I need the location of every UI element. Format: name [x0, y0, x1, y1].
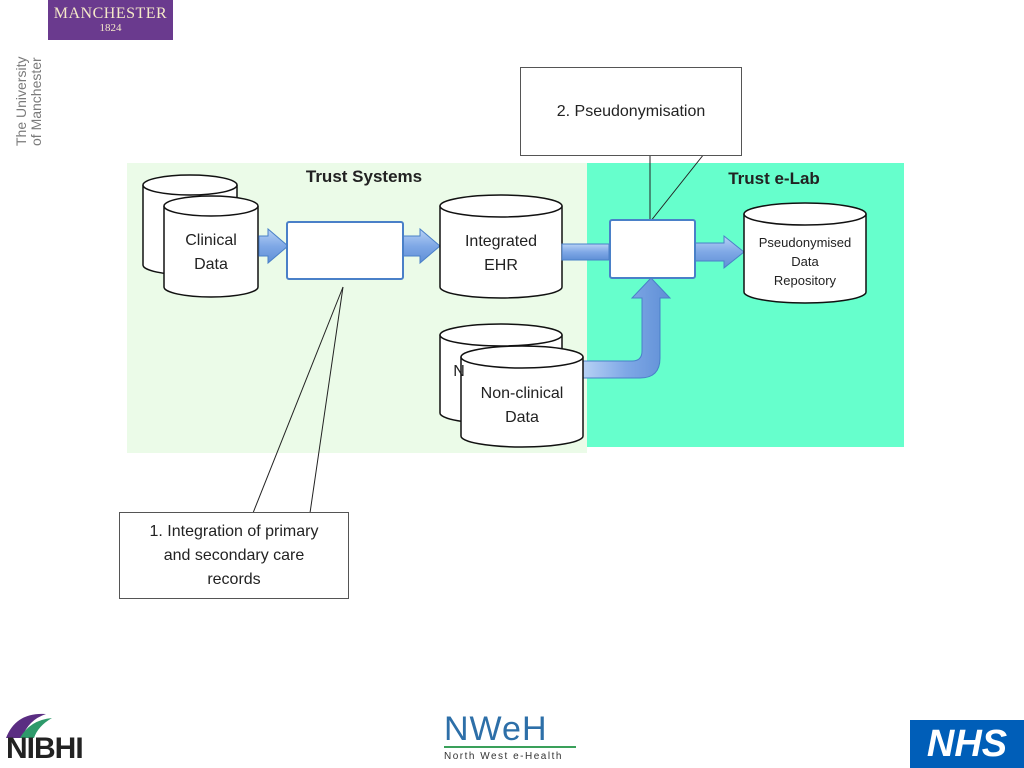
integration-callout: 1. Integration of primary and secondary …	[119, 512, 349, 599]
nonclinical-data-back-text: N	[453, 363, 465, 380]
nweh-logo-text: NWeH	[444, 710, 548, 748]
pseudonymisation-process-box	[609, 219, 696, 279]
manchester-logo: MANCHESTER 1824	[48, 0, 173, 40]
nonclinical-data-cylinder	[460, 345, 584, 448]
integrated-ehr-label-line1: Integrated	[464, 233, 538, 250]
clinical-data-label-line1: Clinical	[185, 232, 237, 249]
pseudonymised-repository-label: Pseudonymised Data Repository	[744, 233, 866, 290]
integration-callout-text: 1. Integration of primary and secondary …	[150, 520, 319, 592]
pseudonymised-repository-label-line2: Data	[791, 254, 819, 269]
nibhi-swoosh-icon	[6, 713, 52, 738]
clinical-data-back-label: C	[146, 203, 166, 227]
integrated-ehr-cylinder	[439, 194, 563, 299]
nibhi-logo-text: NIBHI	[6, 732, 84, 765]
manchester-logo-year: 1824	[99, 22, 122, 34]
pseudonymised-repository-label-line1: Pseudonymised	[758, 235, 852, 250]
arrow-integration-to-ehr	[401, 227, 441, 265]
trust-elab-title: Trust e-Lab	[728, 169, 820, 188]
integration-callout-line1: 1. Integration of primary	[149, 522, 319, 540]
nonclinical-data-label-line1: Non-clinical	[480, 385, 564, 402]
pseudonymisation-callout: 2. Pseudonymisation	[520, 67, 742, 156]
arrow-ehr-to-pseudonymisation	[561, 243, 610, 261]
arrow-nonclinical-to-pseudonymisation	[581, 277, 672, 379]
nibhi-logo: NIBHI	[0, 706, 120, 768]
arrow-pseudonymisation-to-repository	[693, 234, 745, 270]
integrated-ehr-label: Integrated EHR	[440, 230, 562, 278]
manchester-logo-name: MANCHESTER	[53, 5, 168, 22]
pseudonymised-repository-cylinder	[743, 202, 867, 304]
pseudonymisation-callout-text: 2. Pseudonymisation	[556, 102, 706, 120]
nonclinical-data-label-line2: Data	[505, 409, 539, 426]
integration-callout-pointer	[252, 286, 344, 514]
arrow-clinical-to-integration	[258, 227, 289, 265]
nonclinical-data-back-label: N	[452, 360, 466, 384]
pseudonymised-repository-label-line3: Repository	[773, 273, 837, 288]
clinical-data-label: Clinical Data	[164, 229, 258, 277]
integration-callout-line3: records	[207, 570, 261, 588]
pseudonymisation-callout-pointer	[649, 153, 705, 223]
trust-systems-title: Trust Systems	[305, 167, 423, 186]
nweh-logo-divider	[444, 746, 576, 748]
nonclinical-data-label: Non-clinical Data	[461, 382, 583, 430]
integration-callout-line2: and secondary care	[163, 546, 305, 564]
clinical-data-label-line2: Data	[194, 256, 228, 273]
integration-process-box	[286, 221, 404, 280]
nweh-logo: NWeH North West e-Health	[442, 710, 578, 768]
clinical-data-cylinder	[163, 195, 259, 298]
integrated-ehr-label-line2: EHR	[484, 257, 518, 274]
nhs-logo: NHS	[910, 720, 1024, 768]
nweh-logo-subtitle: North West e-Health	[444, 751, 563, 762]
